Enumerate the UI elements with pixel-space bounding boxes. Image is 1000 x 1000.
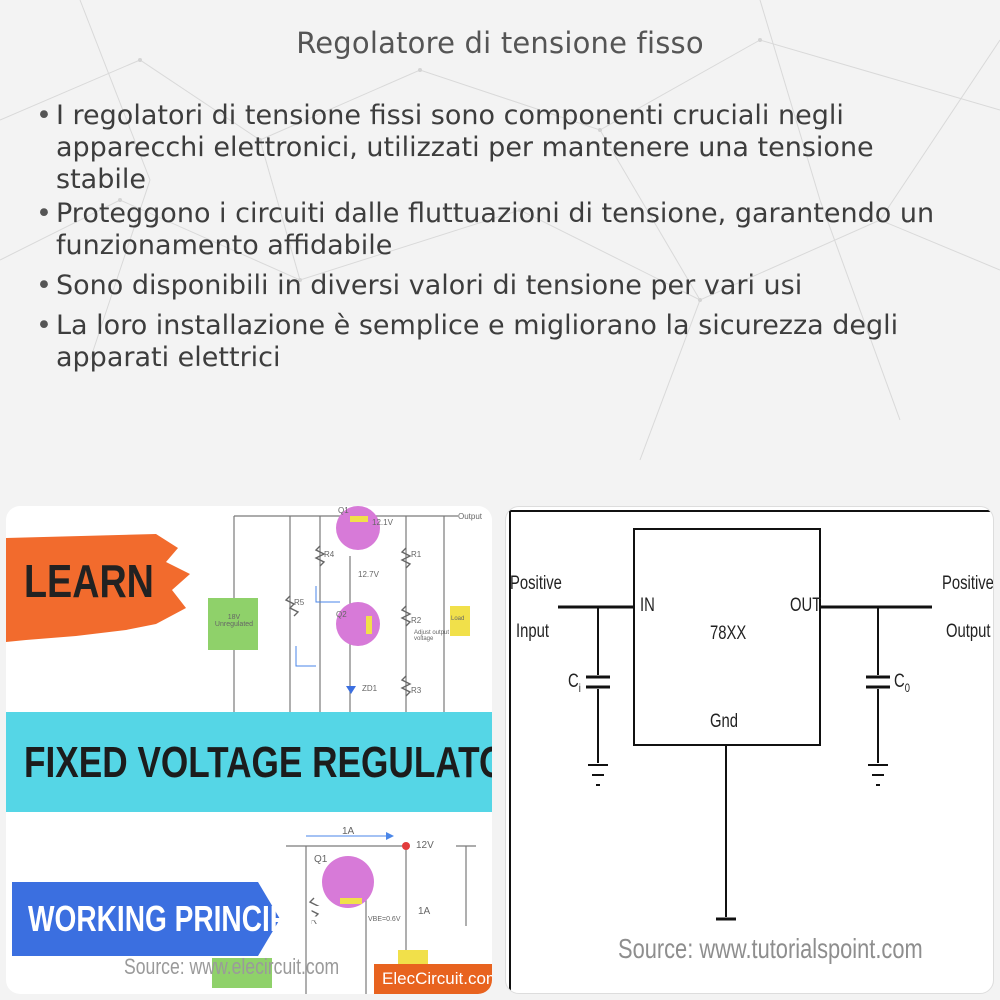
circuit-label: 12.1V [372,518,393,527]
title-band [6,712,492,812]
gnd-label: Gnd [710,711,739,732]
in-pin-label: IN [640,595,655,616]
right-illustration: Positive Input IN OUT 78XX Gnd Positive … [505,506,994,994]
circuit-label: R4 [324,550,335,559]
circuit-label: R1 [411,550,422,559]
circuit-label: R5 [294,598,305,607]
bullet-list: I regolatori di tensione fissi sono comp… [36,100,966,376]
circuit-label: 1A [418,906,431,917]
circuit-label: Q1 [338,506,349,515]
circuit-label: ZD1 [362,684,378,693]
chip-label: 78XX [710,623,747,644]
source-caption: Source: www.elecircuit.com [124,954,340,979]
working-principle-band [12,882,280,956]
learn-brush-shape [6,534,190,642]
learn-heading: LEARN [24,555,154,607]
circuit-label: Output [458,512,483,521]
circuit-label: Adjust output voltage [414,630,450,642]
bullet-item: La loro installazione è semplice e migli… [36,310,966,374]
fixed-voltage-heading: FIXED VOLTAGE REGULATOR [24,738,492,787]
circuit-label: VBE=0.6V [368,916,401,923]
circuit-label: 1A [342,826,355,837]
circuit-label: Q2 [336,610,347,619]
out-pin-label: OUT [790,595,822,616]
bullet-item: Proteggono i circuiti dalle fluttuazioni… [36,198,966,262]
source-caption: Source: www.tutorialspoint.com [618,933,923,964]
circuit-label: 12.7V [358,570,379,579]
working-principle-heading: WORKING PRINCIPLE [28,898,325,939]
circuit-label: 12V [416,840,434,851]
circuit-label: Load [451,616,465,622]
page-title: Regolatore di tensione fisso [296,26,704,60]
positive-output-label: Output [946,621,991,642]
circuit-label: 18V Unregulated [214,614,254,628]
circuit-label: Q1 [314,854,328,865]
78xx-circuit-schematic [506,510,993,993]
left-illustration: 12.1V 12.7V Output R4 R5 R1 R2 R3 Q1 Q2 … [6,506,492,994]
bullet-item: Sono disponibili in diversi valori di te… [36,270,966,302]
positive-input-label: Input [516,621,549,642]
output-capacitor-label: C0 [894,671,910,695]
input-capacitor-label: Ci [568,671,581,695]
circuit-label: R [310,916,318,927]
circuit-label: R2 [411,616,422,625]
positive-input-label: Positive [510,573,562,594]
bullet-item: I regolatori di tensione fissi sono comp… [36,100,966,196]
positive-output-label: Positive [942,573,994,594]
brand-badge: ElecCircuit.com [374,964,492,994]
circuit-label: R3 [411,686,422,695]
